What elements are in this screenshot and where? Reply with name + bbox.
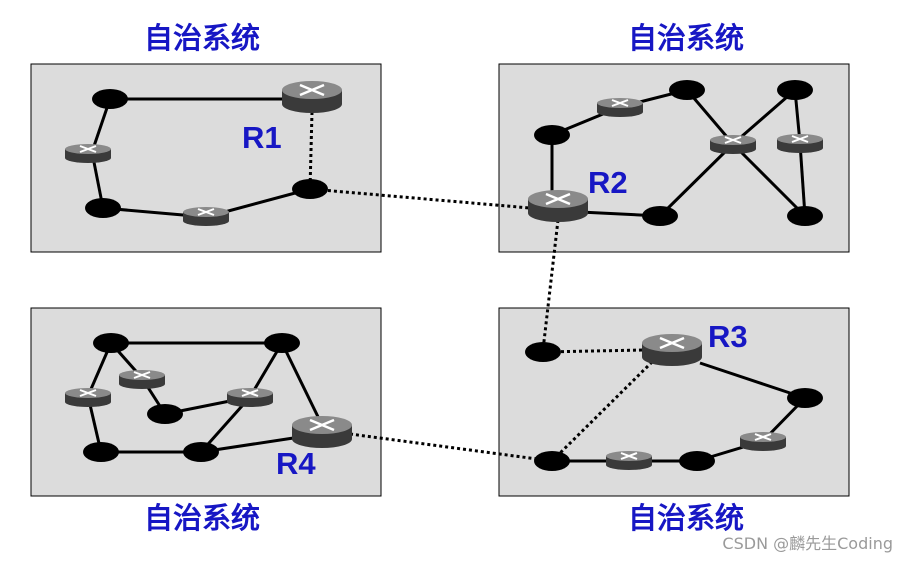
host-node: [787, 206, 823, 226]
host-node: [92, 89, 128, 109]
router-r3-icon: [640, 332, 704, 368]
host-node: [787, 388, 823, 408]
router-r2-label: R2: [588, 165, 628, 200]
router-r3-label: R3: [708, 319, 748, 354]
host-node: [642, 206, 678, 226]
host-node: [264, 333, 300, 353]
router-r2-icon: [526, 188, 590, 224]
router-r1-icon: [280, 79, 344, 115]
router-icon: [776, 133, 824, 154]
router-icon: [182, 206, 230, 227]
router-icon: [64, 387, 112, 408]
host-node: [525, 342, 561, 362]
router-icon: [739, 431, 787, 452]
as-title-bottom-right: 自治系统: [628, 501, 744, 535]
host-node: [183, 442, 219, 462]
host-node: [83, 442, 119, 462]
router-r4-icon: [290, 414, 354, 450]
router-icon: [118, 369, 166, 390]
as-title-top-left: 自治系统: [144, 21, 260, 55]
host-node: [679, 451, 715, 471]
host-node: [534, 451, 570, 471]
router-r4-label: R4: [276, 446, 316, 481]
router-icon: [709, 134, 757, 155]
inter-as-links: [309, 187, 560, 463]
router-r1-label: R1: [242, 120, 282, 155]
as-title-top-right: 自治系统: [628, 21, 744, 55]
router-icon: [596, 97, 644, 118]
watermark: CSDN @麟先生Coding: [722, 534, 893, 553]
host-node: [777, 80, 813, 100]
host-node: [534, 125, 570, 145]
router-icon: [226, 387, 274, 408]
host-node: [147, 404, 183, 424]
host-node: [669, 80, 705, 100]
host-node: [85, 198, 121, 218]
host-node: [93, 333, 129, 353]
router-icon: [605, 450, 653, 471]
as-title-bottom-left: 自治系统: [144, 501, 260, 535]
router-icon: [64, 143, 112, 164]
host-node: [292, 179, 328, 199]
